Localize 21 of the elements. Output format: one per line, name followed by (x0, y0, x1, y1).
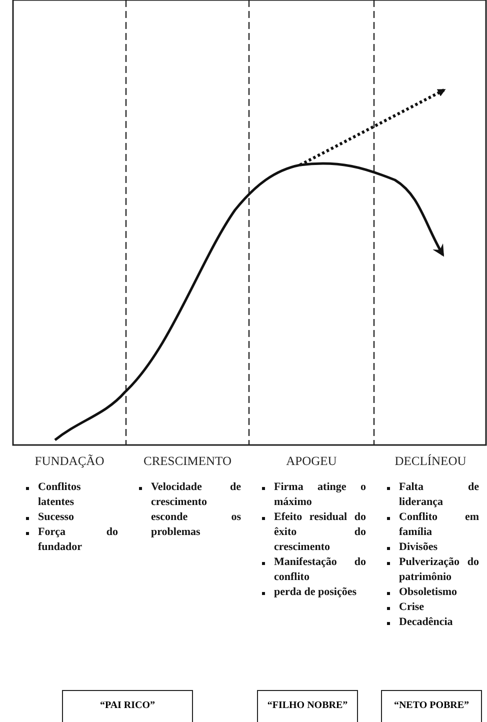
phase-heading: CRESCIMENTO (144, 454, 232, 468)
generation-box: “FILHO NOBRE” (257, 690, 358, 722)
list-item-text: Conflito em família (399, 510, 479, 540)
generation-box: “NETO POBRE” (381, 690, 482, 722)
list-item-text: Divisões (399, 540, 438, 555)
list-item-text: Firma atinge o máximo (274, 480, 366, 510)
list-item-text: Velocidade de crescimento esconde os problemas (151, 480, 241, 540)
phase-heading: DECLÍNEOU (394, 454, 466, 468)
phase-heading: APOGEU (286, 454, 337, 468)
list-item-text: perda de posições (274, 585, 358, 600)
phase-heading: FUNDAÇÃO (34, 454, 104, 468)
list-item-text: Obsoletismo (399, 585, 458, 600)
list-item-text: Decadência (399, 615, 454, 630)
list-item-text: Força do fundador (38, 525, 118, 555)
list-item-text: Crise (399, 600, 426, 615)
list-item-text: Efeito residual do êxito do crescimento (274, 510, 366, 555)
list-item-text: Sucesso (38, 510, 76, 525)
list-item-text: Pulverização do patrimônio (399, 555, 479, 585)
list-item-text: Falta de liderança (399, 480, 479, 510)
generation-box: “PAI RICO” (62, 690, 193, 722)
list-item-text: Conflitos latentes (38, 480, 82, 510)
